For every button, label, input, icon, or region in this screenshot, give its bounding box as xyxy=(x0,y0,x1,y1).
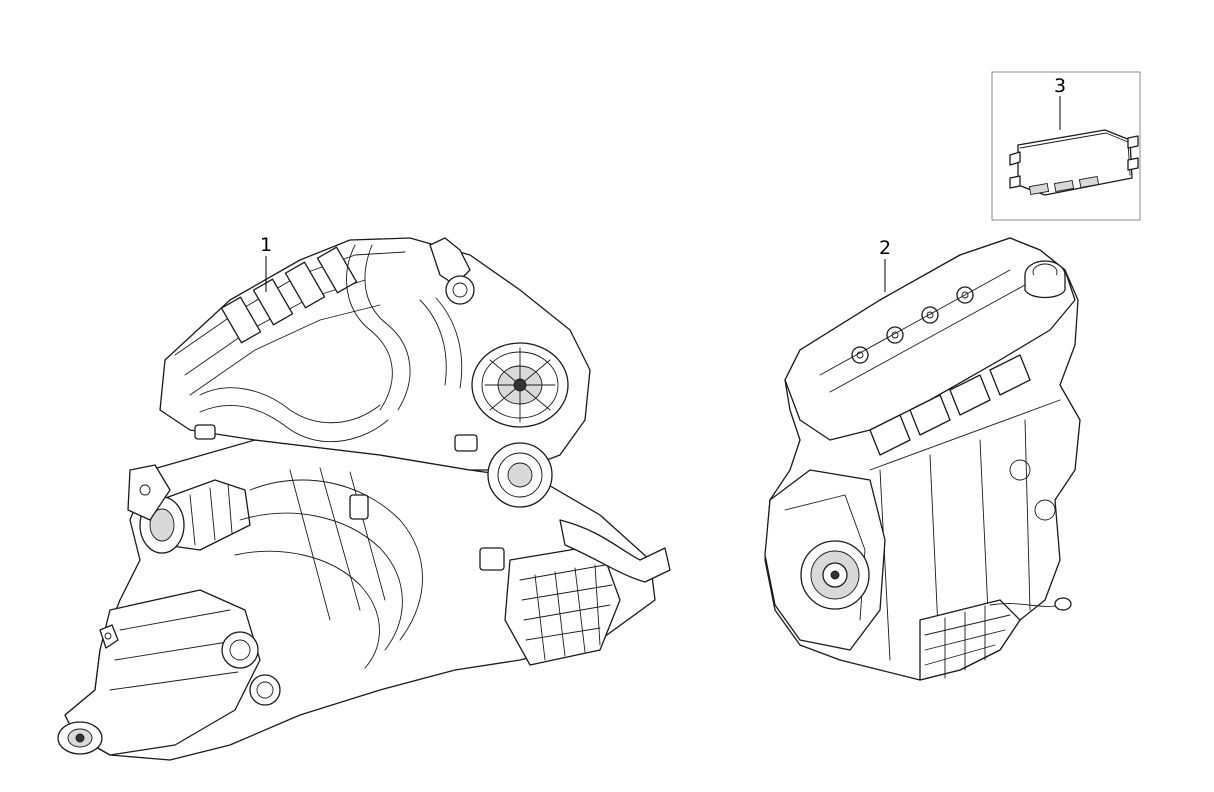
long-block-engine[interactable] xyxy=(764,237,1081,681)
ecu-inset xyxy=(991,71,1141,221)
callout-3: 3 xyxy=(1054,75,1066,130)
crank-pulley xyxy=(800,540,870,610)
callout-1-number: 1 xyxy=(260,234,272,256)
callout-1: 1 xyxy=(260,234,272,292)
starter-motor xyxy=(139,479,251,554)
block-oil-pan xyxy=(919,599,1021,681)
callout-2: 2 xyxy=(879,237,891,292)
alternator xyxy=(471,342,569,428)
engine-transmission-assembly[interactable] xyxy=(57,237,671,761)
oil-pan-grid xyxy=(504,544,621,666)
throttle-body xyxy=(487,442,553,508)
intake-ports xyxy=(869,354,1031,456)
cam-journals xyxy=(819,269,1026,393)
gearbox xyxy=(57,589,281,756)
callout-3-number: 3 xyxy=(1054,75,1066,97)
oil-filler-cap xyxy=(1024,260,1066,299)
callout-2-number: 2 xyxy=(879,237,891,259)
engine-control-module[interactable] xyxy=(1009,129,1139,196)
